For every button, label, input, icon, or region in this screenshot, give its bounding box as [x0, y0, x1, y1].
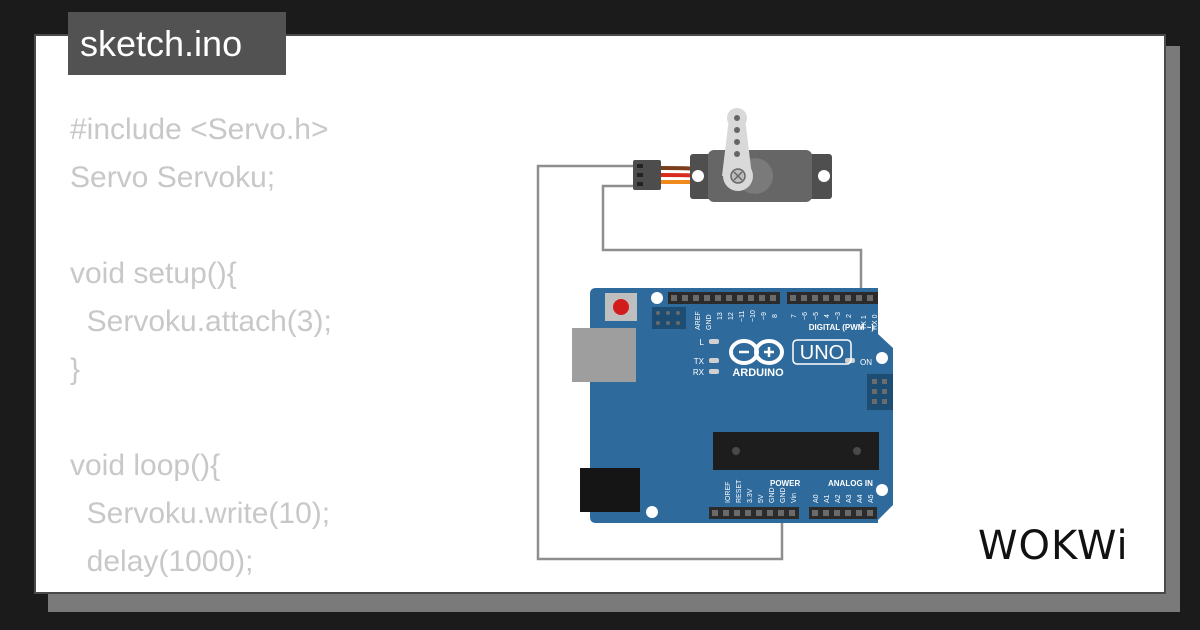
- label-l: L: [700, 338, 705, 347]
- wire-gnd: [536, 164, 784, 561]
- pin-label: RESET: [736, 479, 743, 503]
- label-analog: ANALOG IN: [828, 479, 873, 488]
- arduino-uno-board[interactable]: UNO ARDUINO DIGITAL (PWM ~) POWER ANALOG…: [572, 288, 893, 523]
- pin-label: 8: [772, 314, 779, 318]
- pin-label: ~6: [802, 312, 809, 320]
- label-digital: DIGITAL (PWM ~): [809, 323, 875, 332]
- power-jack: [580, 468, 640, 512]
- pin-label: 12: [728, 312, 735, 320]
- pin-label: 4: [824, 314, 831, 318]
- pin-label: A0: [813, 494, 820, 503]
- code-line: delay(1000);: [70, 545, 254, 578]
- wokwi-logo: WOKWi: [978, 523, 1129, 569]
- pin-label: 7: [791, 314, 798, 318]
- pin-label: GND: [769, 487, 776, 503]
- led-on: [845, 358, 855, 363]
- pin-label: 13: [717, 312, 724, 320]
- label-rx: RX: [693, 368, 705, 377]
- led-l: [709, 339, 719, 344]
- pin-label: ~11: [739, 311, 746, 322]
- pin-label: ~5: [813, 312, 820, 320]
- servo-screw-icon: [733, 171, 743, 181]
- reset-button: [613, 299, 629, 315]
- led-rx: [709, 369, 719, 374]
- connection-wires: [536, 164, 863, 561]
- servo-motor[interactable]: [633, 108, 832, 202]
- code-editor[interactable]: #include <Servo.h> Servo Servoku; void set…: [70, 106, 347, 592]
- logo-symbols: [739, 347, 774, 357]
- pin-label: GND: [780, 487, 787, 503]
- usb-port: [572, 328, 636, 382]
- analog-header: [809, 507, 877, 519]
- code-line: }: [70, 353, 81, 386]
- label-tx: TX: [694, 357, 705, 366]
- led-tx: [709, 358, 719, 363]
- microcontroller-chip: [713, 432, 879, 470]
- pin-label: 3.3V: [747, 488, 754, 503]
- pin-label: A1: [824, 494, 831, 503]
- pin-label: A3: [846, 494, 853, 503]
- digital-header-right: [787, 292, 878, 304]
- code-line: void loop(){: [70, 449, 221, 482]
- pin-label: ~10: [750, 310, 757, 322]
- label-on: ON: [860, 358, 872, 367]
- pin-label: ~3: [835, 312, 842, 320]
- pin-label: A2: [835, 494, 842, 503]
- label-power: POWER: [770, 479, 800, 488]
- pin-label: A5: [868, 494, 875, 503]
- pin-label: A4: [857, 494, 864, 503]
- pin-label: GND: [706, 314, 713, 330]
- pin-label: IOREF: [725, 482, 732, 503]
- pin-label: Vin: [791, 493, 798, 503]
- servo-horn: [722, 118, 752, 176]
- pin-label: TX 1: [861, 315, 868, 330]
- code-line: Servoku.write(10);: [70, 497, 331, 530]
- power-header: [709, 507, 799, 519]
- pin-label: 2: [846, 314, 853, 318]
- pin-label: AREF: [695, 311, 702, 330]
- code-line: Servoku.attach(3);: [70, 305, 332, 338]
- code-line: #include <Servo.h>: [70, 113, 329, 146]
- code-line: void setup(){: [70, 257, 237, 290]
- arduino-logo-icon: [729, 339, 784, 365]
- code-line: Servo Servoku;: [70, 161, 276, 194]
- board-model: UNO: [800, 342, 844, 364]
- board-brand: ARDUINO: [732, 367, 784, 379]
- file-tab[interactable]: sketch.ino: [68, 12, 286, 75]
- pin-label: 5V: [758, 494, 765, 503]
- pin-label: RX 0: [872, 314, 879, 330]
- wire-signal: [601, 184, 863, 296]
- pin-label: ~9: [761, 312, 768, 320]
